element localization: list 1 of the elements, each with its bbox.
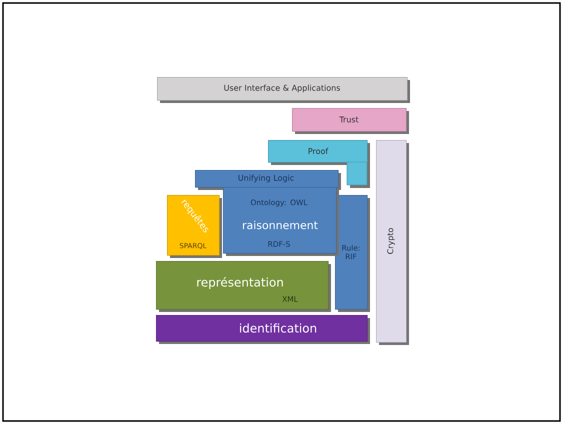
layer-bar: identification — [156, 315, 370, 344]
